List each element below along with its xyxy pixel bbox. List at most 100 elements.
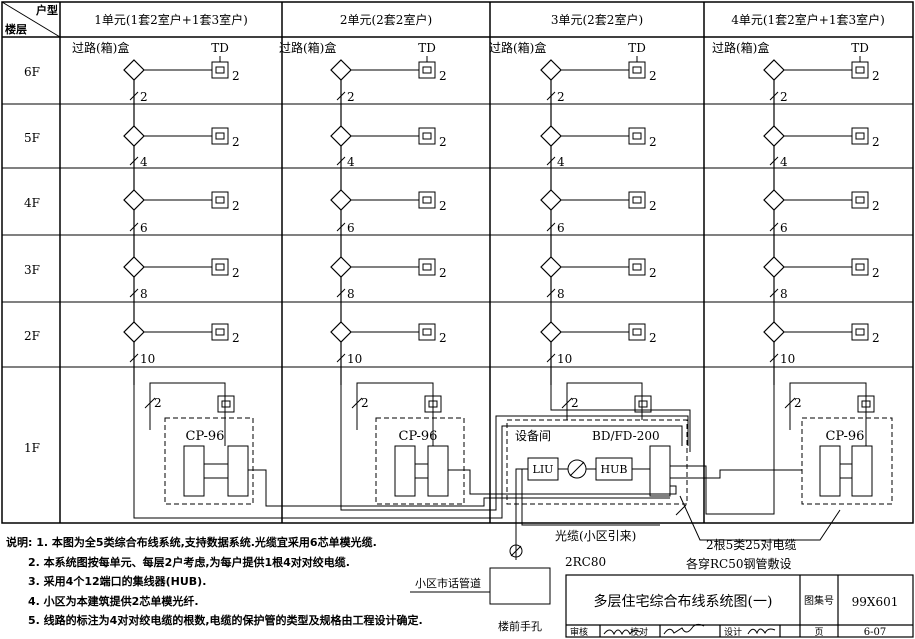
td-outlet-box [628,258,646,276]
cable-count: 10 [780,352,795,366]
drawing-title: 多层住宅综合布线系统图(一) [594,593,773,610]
td-label-unit-4: TD [851,41,869,55]
cp96-unit-2 [375,417,465,505]
td-outlet-inner [215,263,225,271]
td-outlet-inner [422,132,432,140]
junction-box-diamond [330,321,352,343]
note-1: 1. 本图为全5类综合布线系统,支持数据系统.光缆宜采用6芯单模光缆. [36,536,377,549]
table-grid [1,1,914,524]
cable-tick [129,91,139,101]
outlet-count: 2 [439,331,447,345]
cable-count: 8 [780,287,788,301]
cable-count: 2 [780,90,788,104]
cable-count: 2 [140,90,148,104]
td-outlet-inner [632,196,642,204]
junction-box-diamond [123,125,145,147]
atlas-label: 图集号 [804,594,834,607]
outlet-count: 2 [232,135,240,149]
header-corner-type: 户型 [36,3,58,17]
td-outlet-inner [855,263,865,271]
td-outlet-box [628,61,646,79]
outlet-count: 2 [439,135,447,149]
cable-tick [129,156,139,166]
td-outlet-inner [855,196,865,204]
td-outlet-inner [632,132,642,140]
cable-count: 4 [347,155,355,169]
junction-box-diamond [123,256,145,278]
td-outlet-box [418,61,436,79]
td-outlet-inner [215,132,225,140]
page-number: 6-07 [864,627,886,638]
junction-box-diamond [330,256,352,278]
junction-box-label-unit-1: 过路(箱)盒 [72,40,129,55]
review-label: 审核 [570,626,588,638]
equipment-room-label: 设备间 [515,429,551,443]
outlet-count: 2 [872,266,880,280]
note-2: 2. 本系统图按每单元、每层2户考虑,为每户提供1根4对对绞电缆. [28,555,350,569]
cable-tick [336,353,346,363]
outlet-count: 2 [872,69,880,83]
outlet-count: 2 [649,69,657,83]
cable-tick [769,353,779,363]
note-5: 5. 线路的标注为4对对绞电缆的根数,电缆的保护管的类型及规格由工程设计确定. [28,614,423,627]
cp-label-4: CP-96 [826,429,865,444]
junction-box-diamond [540,256,562,278]
design-label: 设计 [724,626,742,638]
junction-box-diamond [540,189,562,211]
outlet-count: 2 [649,199,657,213]
signature-review [603,629,641,636]
outlet-count-1f: 2 [154,396,162,410]
cable-count: 10 [557,352,572,366]
junction-box-diamond [540,59,562,81]
outlet-count-1f: 2 [361,396,369,410]
floor-label-3f: 3F [24,263,40,277]
td-label-unit-2: TD [418,41,436,55]
cable-count: 4 [140,155,148,169]
td-outlet-inner [422,263,432,271]
outlet-count: 2 [439,199,447,213]
bd-fd-label: BD/FD-200 [592,429,660,443]
cable-tick [546,288,556,298]
header-unit-1: 1单元(1套2室户+1套3室户) [94,12,248,27]
notes: 说明: 1. 本图为全5类综合布线系统,支持数据系统.光缆宜采用6芯单模光缆. … [6,533,436,631]
td-outlet-inner [422,328,432,336]
td-outlet-box-1f [634,395,652,413]
td-outlet-box [418,258,436,276]
td-label-unit-1: TD [211,41,229,55]
junction-box-diamond [330,59,352,81]
header-unit-3: 3单元(2套2室户) [551,12,643,27]
outlet-count: 2 [649,331,657,345]
atlas-number: 99X601 [852,595,899,609]
td-outlet-box [628,191,646,209]
cable-count: 2 [347,90,355,104]
floor-dividers [2,103,913,368]
cable-count: 8 [557,287,565,301]
td-outlet-box [418,191,436,209]
floor-label-1f: 1F [24,441,40,455]
td-label-unit-3: TD [628,41,646,55]
floor-label-4f: 4F [24,196,40,210]
junction-box-diamond [123,59,145,81]
cable-count: 8 [347,287,355,301]
cable-count: 6 [780,221,788,235]
junction-box-diamond [763,189,785,211]
signature-check [663,623,705,635]
outlet-count: 2 [872,331,880,345]
cable-tick [769,91,779,101]
outlet-count: 2 [232,331,240,345]
td-outlet-box-1f [217,395,235,413]
td-outlet-inner [215,328,225,336]
header-unit-2: 2单元(2套2室户) [340,12,432,27]
header-corner-floor: 楼层 [5,22,27,36]
td-outlet-box [851,127,869,145]
cable-tick [546,353,556,363]
td-outlet-box [211,127,229,145]
cable-tick [769,222,779,232]
outlet-count: 2 [232,69,240,83]
junction-box-diamond [540,321,562,343]
junction-box-diamond [123,189,145,211]
floor-label-5f: 5F [24,131,40,145]
td-outlet-box [418,127,436,145]
junction-box-label-unit-3: 过路(箱)盒 [489,40,546,55]
